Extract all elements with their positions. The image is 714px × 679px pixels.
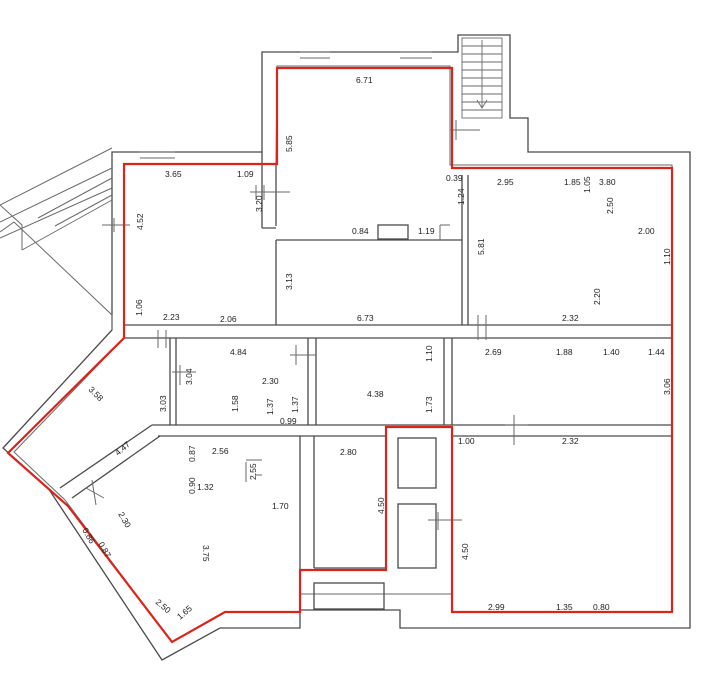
interior-walls [59, 152, 672, 610]
dim-label: 2.99 [488, 602, 505, 612]
dim-label: 1.37 [290, 396, 300, 413]
dim-label: 1.00 [458, 436, 475, 446]
dim-label: 3.06 [662, 378, 672, 395]
dim-label: 1.88 [556, 347, 573, 357]
dim-label: 2.32 [562, 313, 579, 323]
dim-label: 4.47 [113, 439, 132, 457]
dim-label: 0.99 [280, 416, 297, 426]
dim-label: 1.40 [603, 347, 620, 357]
dim-label: 1.19 [418, 226, 435, 236]
dim-label: 0.80 [593, 602, 610, 612]
highlighted-area-outline [6, 66, 674, 644]
dim-label: 1.65 [175, 603, 194, 621]
dim-label: 2.55 [248, 463, 258, 480]
dim-label: 1.35 [556, 602, 573, 612]
dim-label: 0.90 [187, 477, 197, 494]
dim-label: 3.13 [284, 273, 294, 290]
dim-label: 1.06 [134, 299, 144, 316]
dim-label: 1.10 [662, 248, 672, 265]
dim-label: 0.87 [187, 445, 197, 462]
dim-label: 2.32 [562, 436, 579, 446]
dim-label: 1.10 [424, 345, 434, 362]
dim-label: 2.30 [262, 376, 279, 386]
dim-label: 1.44 [648, 347, 665, 357]
dim-label: 2.00 [638, 226, 655, 236]
door-marks [85, 120, 528, 530]
dim-label: 1.85 [564, 177, 581, 187]
staircase [461, 37, 503, 119]
dimension-labels: 6.71 5.85 3.65 1.09 3.20 4.52 0.84 1.19 … [80, 75, 672, 622]
dim-label: 2.30 [116, 510, 133, 530]
dim-label: 0.87 [96, 540, 113, 560]
dim-label: 6.73 [357, 313, 374, 323]
dim-label: 1.05 [582, 176, 592, 193]
dim-label: 6.71 [356, 75, 373, 85]
dim-label: 2.69 [485, 347, 502, 357]
dim-label: 4.50 [376, 497, 386, 514]
dim-label: 0.39 [446, 173, 463, 183]
dim-label: 3.65 [165, 169, 182, 179]
dim-label: 3.58 [87, 384, 106, 403]
dim-label: 5.81 [476, 238, 486, 255]
dim-label: 3.04 [184, 368, 194, 385]
dim-label: 5.85 [284, 135, 294, 152]
dim-label: 2.80 [340, 447, 357, 457]
dim-label: 4.84 [230, 347, 247, 357]
dim-label: 1.32 [197, 482, 214, 492]
dim-label: 0.84 [352, 226, 369, 236]
dim-label: 3.80 [599, 177, 616, 187]
dim-label: 1.09 [237, 169, 254, 179]
left-balcony [0, 147, 113, 330]
dim-label: 3.03 [158, 395, 168, 412]
dim-label: 1.73 [424, 396, 434, 413]
dim-label: 1.70 [272, 501, 289, 511]
dim-label: 2.06 [220, 314, 237, 324]
dim-label: 2.95 [497, 177, 514, 187]
dim-label: 1.24 [456, 188, 466, 205]
exterior-walls [2, 34, 691, 661]
dim-label: 1.58 [230, 395, 240, 412]
dim-label: 2.20 [592, 288, 602, 305]
dim-label: 1.37 [265, 398, 275, 415]
dim-label: 2.50 [605, 197, 615, 214]
dim-label: 2.50 [154, 597, 173, 615]
dim-label: 2.23 [163, 312, 180, 322]
dim-label: 4.50 [460, 543, 470, 560]
dim-label: 4.38 [367, 389, 384, 399]
dim-label: 3.75 [201, 545, 211, 562]
dim-label: 3.20 [254, 195, 264, 212]
dim-label: 2.56 [212, 446, 229, 456]
dim-label: 4.52 [135, 213, 145, 230]
